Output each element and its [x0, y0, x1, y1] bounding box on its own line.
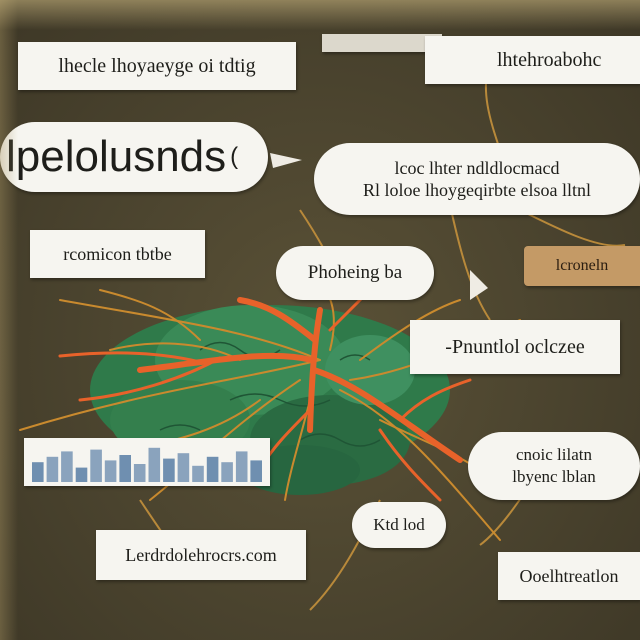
chart-strip-bar — [221, 462, 233, 482]
center-bubble-text: Phoheing ba — [307, 262, 403, 283]
title-bubble: lpelolusnds ( — [0, 122, 268, 192]
chart-strip-bar — [206, 456, 219, 482]
label-top-left: lhecle lhoyaeyge oi tdtig — [18, 42, 296, 90]
right-bubble-line-1: cnoic lilatn — [515, 445, 592, 464]
pointer-arrow-icon — [270, 153, 302, 168]
chart-strip-bar — [75, 467, 88, 482]
chart-strip-bar — [133, 464, 146, 482]
banner-top — [322, 34, 442, 52]
chart-strip-bar — [250, 460, 262, 482]
label-bottom-left: Lerdrdolehrocrs.com — [96, 530, 306, 580]
chart-strip-bar — [61, 451, 73, 482]
chart-strip-bar — [46, 456, 59, 482]
pointer-arrow-icon — [470, 270, 488, 300]
chart-strip-bar — [177, 453, 190, 482]
chart-strip-bar — [192, 465, 204, 482]
right-bubble-line-2: lbyenc lblan — [512, 467, 596, 486]
chart-strip — [24, 438, 270, 486]
center-bubble: Phoheing ba — [276, 246, 434, 300]
label-left-middle: rcomicon tbtbe — [30, 230, 205, 278]
label-bottom-right: Ooelhtreatlon — [498, 552, 640, 600]
chart-strip-bar — [104, 460, 117, 482]
label-right-middle-text: -Pnuntlol oclczee — [445, 335, 585, 358]
chart-strip-bar — [119, 455, 131, 482]
chart-strip-bar — [90, 449, 102, 482]
chart-strip-bar — [32, 462, 44, 482]
description-line-1: lcoc lhter ndldlocmacd — [394, 158, 560, 178]
connector-line — [449, 204, 491, 321]
title-suffix: ( — [230, 143, 239, 170]
tan-tag-text: lcroneln — [555, 257, 609, 274]
label-bottom-right-text: Ooelhtreatlon — [519, 565, 619, 586]
label-top-left-text: lhecle lhoyaeyge oi tdtig — [58, 54, 256, 77]
label-left-middle-text: rcomicon tbtbe — [63, 243, 172, 264]
description-line-2: Rl loloe lhoygeqirbte elsoa lltnl — [363, 180, 591, 200]
chart-strip-bar — [148, 447, 161, 482]
label-top-right: lhtehroabohc — [425, 36, 640, 84]
chart-strip-bars — [32, 447, 262, 482]
tan-tag: lcroneln — [524, 246, 640, 286]
connector-line — [519, 209, 626, 247]
description-bubble: lcoc lhter ndldlocmacd Rl loloe lhoygeqi… — [314, 143, 640, 215]
chart-strip-bar — [163, 458, 175, 482]
chart-strip-bar — [235, 451, 248, 482]
label-right-middle: -Pnuntlol oclczee — [410, 320, 620, 374]
right-bubble: cnoic lilatn lbyenc lblan — [468, 432, 640, 500]
label-top-right-text: lhtehroabohc — [497, 48, 602, 71]
small-bubble: Ktd lod — [352, 502, 446, 548]
small-bubble-text: Ktd lod — [373, 515, 425, 534]
title-text: lpelolusnds — [6, 132, 227, 181]
label-bottom-left-text: Lerdrdolehrocrs.com — [125, 544, 277, 565]
